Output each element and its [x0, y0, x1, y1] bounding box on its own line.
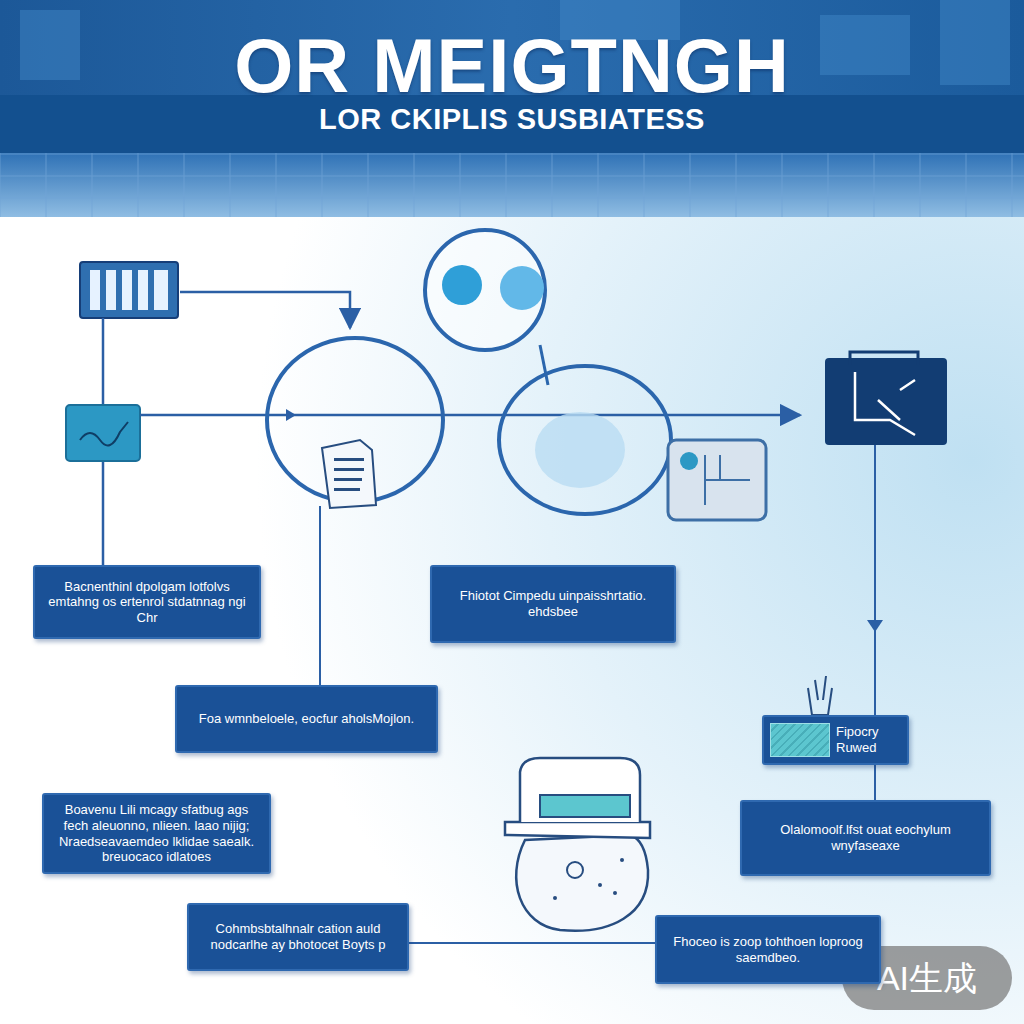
teal-swatch — [770, 723, 830, 757]
circle-outline — [499, 366, 671, 514]
device-figure — [505, 758, 650, 931]
blob — [535, 412, 625, 488]
teal-icon — [66, 405, 140, 461]
box-text: Bacnenthinl dpolgam lotfolvs emtahng os … — [47, 579, 247, 626]
flow-line — [140, 414, 800, 417]
blob — [442, 265, 482, 305]
box-text: Fipocry Ruwed — [836, 724, 895, 755]
box-text: Fhiotot Cimpedu uinpaisshrtatio. ehdsbee — [444, 588, 662, 619]
connector — [409, 942, 655, 944]
circle-outline — [425, 230, 545, 350]
connector — [874, 765, 876, 800]
process-box: Boavenu Lili mcagy sfatbug ags fech aleu… — [42, 793, 271, 874]
process-box: Foa wmnbeloele, eocfur aholsMojlon. — [175, 685, 438, 753]
document-icon — [322, 440, 376, 508]
grid-lines — [0, 153, 1024, 217]
process-box: Fhoceo is zoop tohthoen loproog saemdbeo… — [655, 915, 881, 984]
callout-tail — [540, 345, 548, 385]
panel-icon — [668, 440, 766, 520]
panel-icon — [80, 262, 178, 318]
subtitle: LOR CKIPLIS SUSBIATESS — [0, 104, 1024, 136]
machine-icon — [825, 352, 947, 445]
arrow-head — [867, 620, 883, 632]
flow-line — [102, 318, 105, 405]
glass-icon — [808, 676, 832, 715]
process-box: Fhiotot Cimpedu uinpaisshrtatio. ehdsbee — [430, 565, 676, 643]
box-text: Cohmbsbtalhnalr cation auld nodcarlhe ay… — [201, 921, 395, 952]
process-box: Bacnenthinl dpolgam lotfolvs emtahng os … — [33, 565, 261, 639]
flow-line — [102, 461, 105, 565]
process-box: Cohmbsbtalhnalr cation auld nodcarlhe ay… — [187, 903, 409, 971]
box-text: Olalomoolf.lfst ouat eochylum wnyfaseaxe — [754, 822, 977, 853]
box-text: Boavenu Lili mcagy sfatbug ags fech aleu… — [56, 802, 257, 864]
box-text: Foa wmnbeloele, eocfur aholsMojlon. — [189, 711, 424, 727]
process-box: Fipocry Ruwed — [762, 715, 909, 765]
title: OR MEIGTNGH — [0, 28, 1024, 104]
grid-band — [0, 153, 1024, 217]
flow-line — [874, 445, 876, 715]
process-box: Olalomoolf.lfst ouat eochylum wnyfaseaxe — [740, 800, 991, 876]
box-text: Fhoceo is zoop tohthoen loproog saemdbeo… — [669, 934, 867, 965]
flow-line — [180, 292, 350, 328]
blob — [500, 266, 544, 310]
arrow-head — [286, 409, 296, 421]
subtitle-band — [0, 95, 1024, 153]
flow-line — [319, 506, 321, 685]
